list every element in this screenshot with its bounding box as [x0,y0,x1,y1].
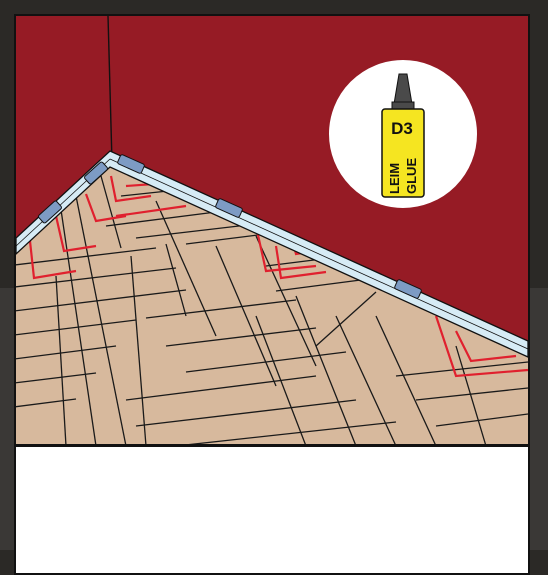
glue-grade-label: D3 [391,119,413,138]
wall-corner-line [107,16,113,163]
glue-label-line1: LEIM [387,163,402,194]
glue-label-line2: GLUE [404,158,419,194]
card-divider [16,444,528,447]
caption-area [16,447,528,573]
skirting-board [16,150,528,358]
skirting-clip-icon [38,154,422,299]
skirting-installation-illustration: D3 LEIM GLUE [16,16,528,446]
instruction-card: D3 LEIM GLUE [14,14,530,575]
glue-bottle-icon: D3 LEIM GLUE [327,58,479,210]
